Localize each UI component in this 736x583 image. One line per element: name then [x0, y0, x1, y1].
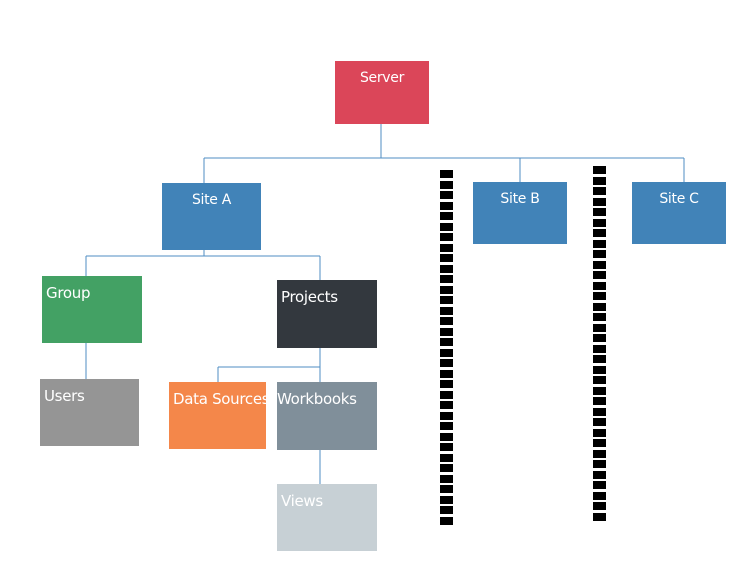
node-workbooks-label: Workbooks [277, 390, 357, 408]
separator-dash [440, 306, 453, 315]
separator-dash [440, 485, 453, 493]
separator-dash [593, 376, 606, 384]
separator-dash [593, 418, 606, 426]
separator-dash [593, 281, 606, 290]
separator-dash [593, 386, 606, 395]
node-site-a-label: Site A [191, 192, 232, 208]
separator-dash [440, 390, 453, 399]
separator-dash [440, 464, 453, 472]
separator-dash [440, 516, 453, 525]
separator-dash [440, 506, 453, 514]
separator-dash [440, 170, 453, 178]
node-views: Views [277, 484, 377, 551]
separator-dash [593, 292, 606, 300]
separator-dash [440, 243, 453, 252]
separator-dash [440, 380, 453, 388]
separator-dash [593, 197, 606, 206]
separator-dash [440, 285, 453, 294]
dashed-separator-right [593, 166, 606, 527]
node-site-b-label: Site B [500, 191, 540, 207]
separator-dash [440, 422, 453, 430]
separator-dash [440, 201, 453, 210]
node-users: Users [40, 379, 139, 446]
separator-dash [593, 470, 606, 479]
node-group-label: Group [46, 284, 91, 302]
dashed-separator-left [440, 170, 453, 531]
node-site-b: Site B [473, 182, 567, 244]
separator-dash [593, 250, 606, 258]
separator-dash [593, 344, 606, 353]
node-group: Group [42, 276, 142, 343]
separator-dash [440, 180, 453, 189]
node-workbooks: Workbooks [277, 382, 377, 450]
separator-dash [593, 397, 606, 405]
separator-dash [440, 369, 453, 378]
separator-dash [593, 313, 606, 321]
node-site-c-label: Site C [659, 191, 699, 207]
node-site-c: Site C [632, 182, 726, 244]
separator-dash [593, 512, 606, 521]
separator-dash [593, 449, 606, 458]
separator-dash [440, 338, 453, 346]
separator-dash [440, 359, 453, 367]
node-server: Server [335, 61, 429, 124]
node-server-label: Server [359, 70, 405, 86]
separator-dash [440, 411, 453, 420]
node-site-a: Site A [162, 183, 261, 250]
separator-dash [593, 491, 606, 500]
separator-dash [593, 218, 606, 227]
separator-dash [593, 260, 606, 269]
separator-dash [440, 474, 453, 483]
node-data-sources: Data Sources [169, 382, 270, 449]
separator-dash [593, 271, 606, 279]
separator-dash [593, 365, 606, 374]
separator-dash [440, 432, 453, 441]
separator-dash [440, 443, 453, 451]
separator-dash [440, 296, 453, 304]
separator-dash [440, 327, 453, 336]
separator-dash [593, 428, 606, 437]
separator-dash [593, 176, 606, 185]
separator-dash [593, 239, 606, 248]
node-views-label: Views [281, 492, 323, 510]
node-projects: Projects [277, 280, 377, 348]
separator-dash [440, 495, 453, 504]
separator-dash [593, 229, 606, 237]
separator-dash [593, 439, 606, 447]
separator-dash [440, 191, 453, 199]
separator-dash [593, 407, 606, 416]
separator-dash [440, 212, 453, 220]
separator-dash [593, 166, 606, 174]
separator-dash [593, 187, 606, 195]
separator-dash [593, 460, 606, 468]
separator-dash [593, 302, 606, 311]
separator-dash [593, 481, 606, 489]
node-users-label: Users [44, 387, 85, 405]
separator-dash [440, 401, 453, 409]
separator-dash [440, 222, 453, 231]
separator-dash [593, 334, 606, 342]
separator-dash [440, 264, 453, 273]
separator-dash [593, 502, 606, 510]
separator-dash [593, 355, 606, 363]
separator-dash [440, 348, 453, 357]
separator-dash [440, 317, 453, 325]
node-data-sources-label: Data Sources [173, 390, 270, 408]
separator-dash [593, 208, 606, 216]
separator-dash [440, 254, 453, 262]
node-projects-label: Projects [281, 288, 338, 306]
separator-dash [440, 233, 453, 241]
separator-dash [440, 453, 453, 462]
separator-dash [440, 275, 453, 283]
separator-dash [593, 323, 606, 332]
